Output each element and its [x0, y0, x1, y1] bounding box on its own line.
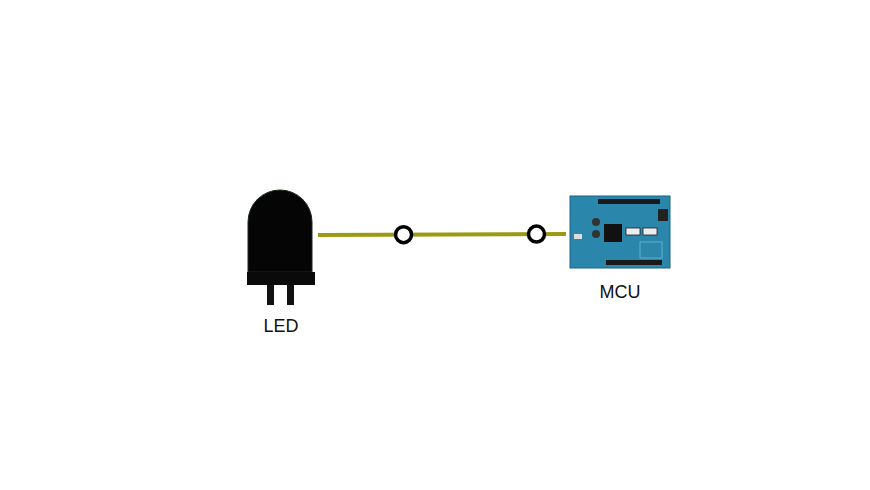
led-leg [287, 285, 294, 305]
chip [604, 224, 622, 242]
mcu-board: MCU [566, 194, 674, 306]
usb-port [658, 209, 668, 221]
connector [626, 228, 640, 235]
led-leg [267, 285, 274, 305]
led-component-art [244, 188, 318, 338]
header-pins [598, 199, 660, 204]
board [570, 196, 670, 268]
component-label: MCU [566, 282, 674, 302]
button [574, 234, 582, 239]
led-rim [247, 272, 315, 285]
component-label: LED [244, 316, 318, 336]
pad-area [640, 242, 662, 258]
connector [643, 228, 657, 235]
wire-joint [528, 226, 544, 242]
led-component: LED [244, 188, 318, 338]
header-pins [606, 260, 662, 265]
wire-joint [396, 227, 412, 243]
capacitor [592, 218, 600, 226]
led-dome [248, 190, 312, 272]
wire [318, 226, 566, 243]
capacitor [592, 230, 600, 238]
